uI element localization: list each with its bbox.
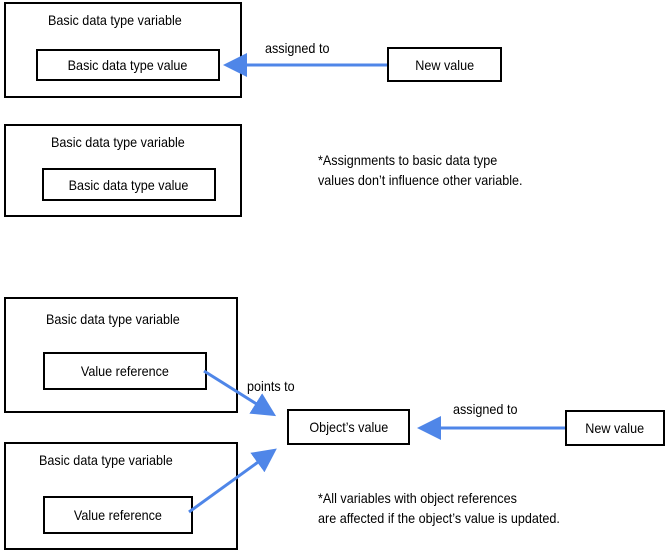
bottom-new-value-box: New value [565, 410, 665, 446]
middle-note-line2: values don’t influence other variable. [318, 172, 523, 188]
object-value-label: Object’s value [309, 419, 388, 435]
middle-variable-title: Basic data type variable [51, 134, 185, 150]
middle-note-line1: *Assignments to basic data type [318, 152, 498, 168]
bottom-new-value-label: New value [585, 420, 645, 436]
points-to-label: points to [247, 378, 295, 394]
bottom-value-reference-box-1: Value reference [43, 352, 207, 390]
object-value-box: Object’s value [287, 409, 410, 445]
top-new-value-label: New value [415, 56, 474, 73]
middle-value-box: Basic data type value [42, 168, 216, 201]
middle-note: *Assignments to basic data type values d… [318, 150, 523, 190]
bottom-variable-box-1: Basic data type variable Value reference [4, 297, 238, 413]
bottom-note-line1: *All variables with object references [318, 490, 517, 506]
bottom-value-reference-label-1: Value reference [80, 363, 170, 379]
top-assigned-to-label: assigned to [265, 40, 330, 56]
bottom-variable-title-2: Basic data type variable [39, 452, 173, 468]
top-variable-title: Basic data type variable [48, 12, 182, 28]
bottom-assigned-to-label: assigned to [453, 401, 518, 417]
top-value-label: Basic data type value [68, 57, 188, 73]
middle-variable-box: Basic data type variable Basic data type… [4, 124, 242, 217]
bottom-value-reference-label-2: Value reference [73, 507, 163, 523]
top-new-value-box: New value [387, 47, 502, 82]
top-variable-box: Basic data type variable Basic data type… [4, 2, 242, 98]
reference-arrow-2 [188, 448, 277, 514]
bottom-variable-title-1: Basic data type variable [46, 311, 180, 327]
reference-arrow-1 [203, 369, 277, 417]
bottom-value-reference-box-2: Value reference [43, 496, 193, 534]
bottom-note-line2: are affected if the object’s value is up… [318, 510, 560, 526]
top-value-box: Basic data type value [36, 49, 220, 81]
bottom-variable-box-2: Basic data type variable Value reference [4, 442, 238, 550]
middle-value-label: Basic data type value [69, 176, 189, 193]
bottom-note: *All variables with object references ar… [318, 488, 560, 528]
